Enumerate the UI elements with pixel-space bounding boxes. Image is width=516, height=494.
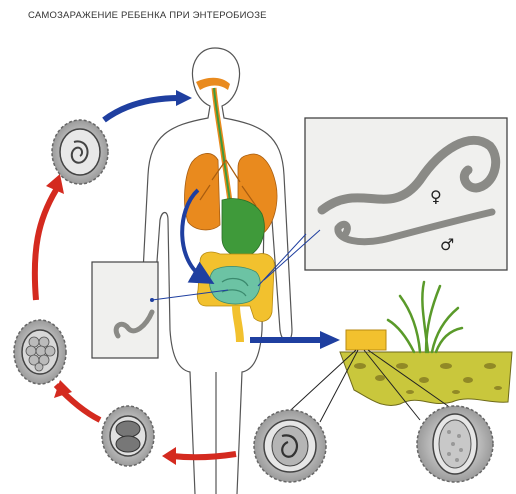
larva-inset	[92, 262, 158, 358]
rectum	[236, 306, 240, 342]
female-symbol: ♀	[430, 187, 442, 206]
egg-larva-icon	[254, 410, 326, 482]
egg-embryo-icon	[52, 120, 108, 184]
egg-deposit	[346, 330, 386, 350]
egg-morula-icon	[14, 320, 66, 384]
small-intestine	[210, 266, 261, 304]
egg-mature-icon	[417, 406, 493, 482]
egg-two-cell-icon	[102, 406, 154, 466]
arrow-to-mouth	[104, 98, 180, 120]
worms-inset: ♀ ♂	[305, 118, 507, 270]
grass-icon	[388, 282, 462, 352]
male-symbol: ♂	[440, 235, 454, 254]
